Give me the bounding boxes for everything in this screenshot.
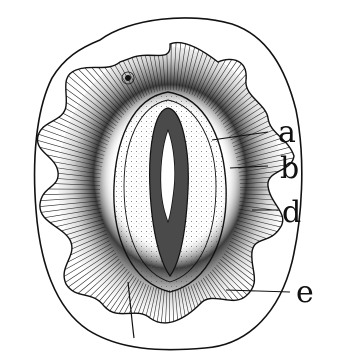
label-a: a — [278, 115, 296, 150]
label-d: d — [282, 195, 301, 230]
apical-dot — [125, 75, 131, 81]
label-b: b — [280, 151, 299, 186]
label-e: e — [296, 275, 314, 310]
